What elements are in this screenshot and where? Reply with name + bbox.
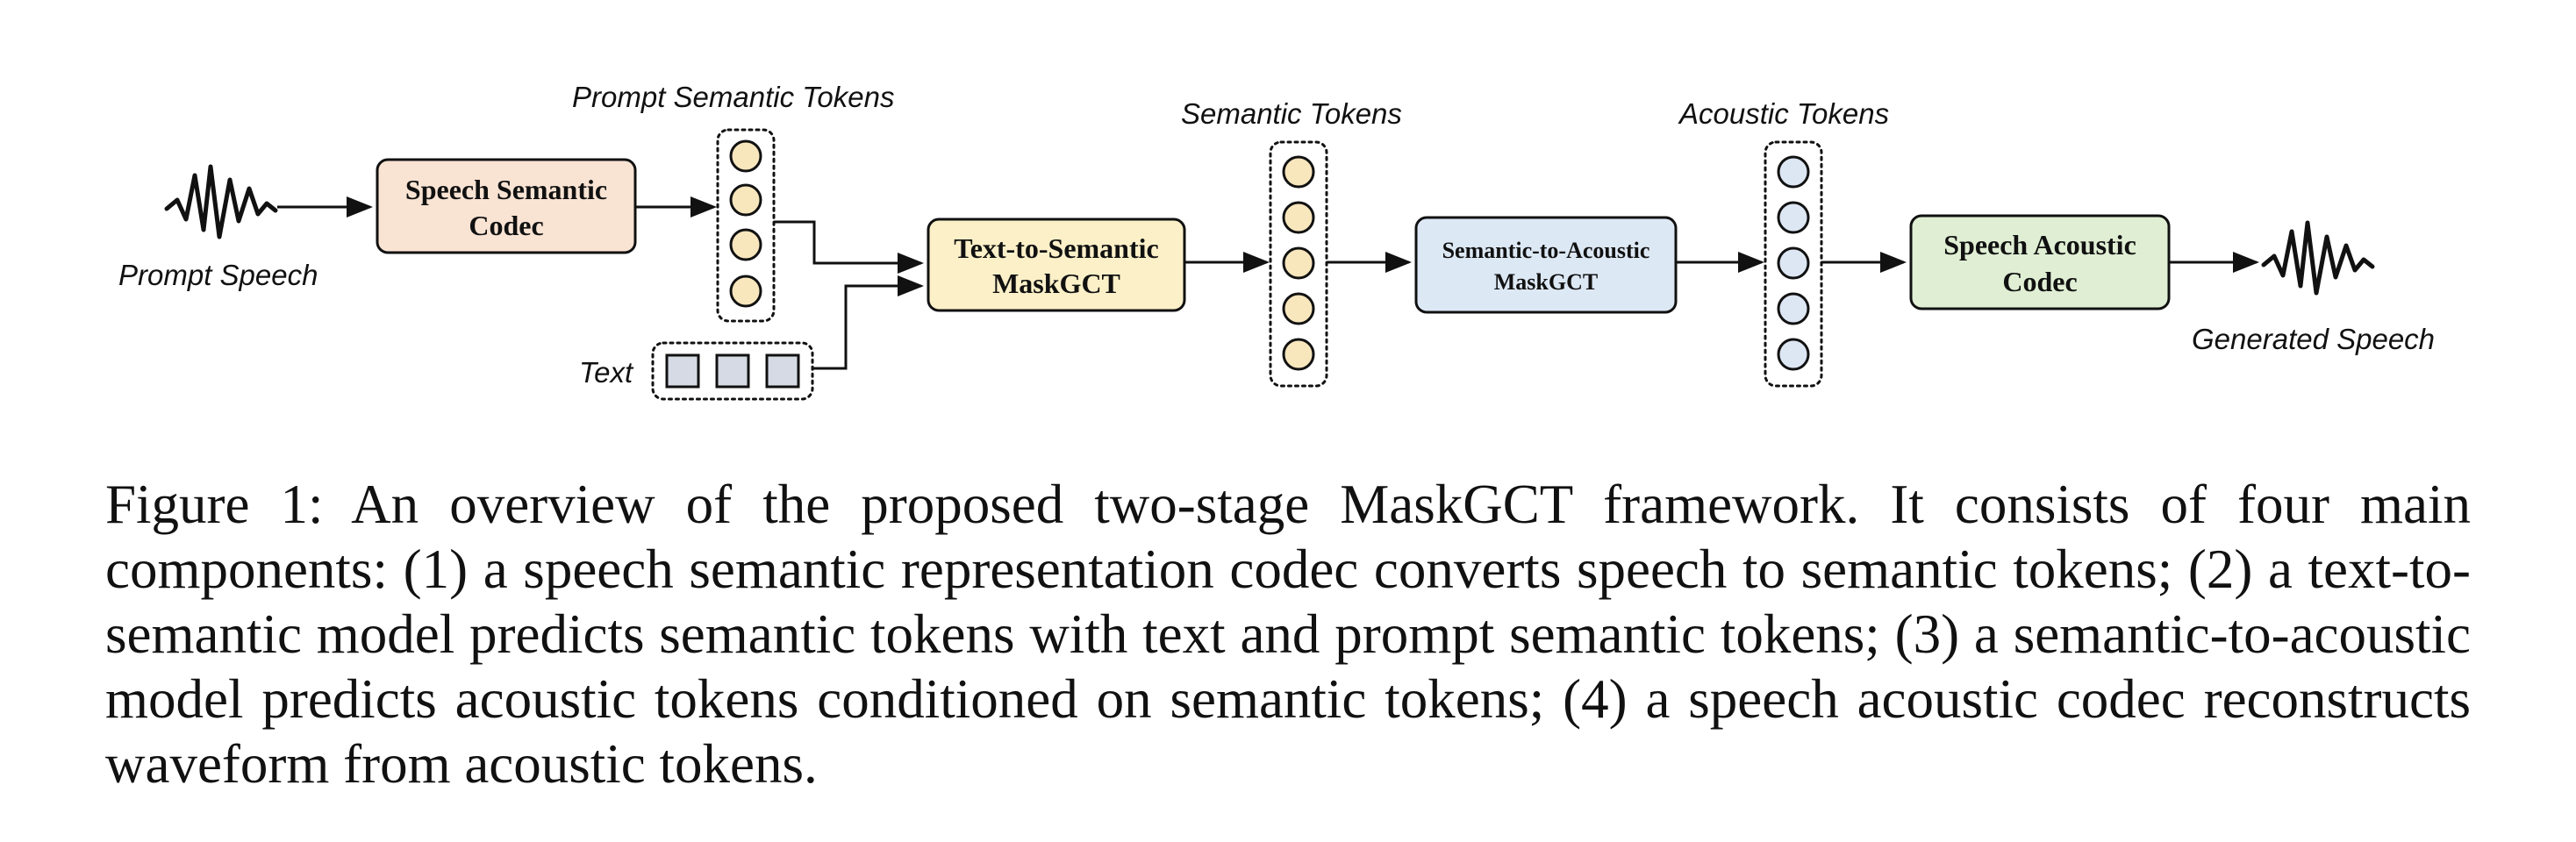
acoustic-tokens-group	[1764, 140, 1823, 388]
text-to-semantic-box	[927, 218, 1186, 312]
speech-semantic-codec-label-line1: Speech Semantic	[405, 174, 607, 205]
text-token	[715, 353, 750, 389]
semantic-token	[1282, 292, 1315, 325]
acoustic-token	[1777, 155, 1810, 189]
prompt-semantic-token	[729, 139, 762, 173]
semantic-tokens-group	[1269, 140, 1328, 388]
acoustic-token	[1777, 246, 1810, 280]
arrow-text-to-t2s	[812, 275, 924, 370]
acoustic-token	[1777, 338, 1810, 371]
semantic-to-acoustic-label-line2: MaskGCT	[1494, 269, 1598, 295]
speech-acoustic-codec-label-line1: Speech Acoustic	[1943, 229, 2136, 260]
prompt-speech-waveform-icon	[164, 164, 278, 239]
semantic-tokens-label: Semantic Tokens	[1181, 97, 1402, 130]
prompt-semantic-token	[729, 183, 762, 217]
prompt-semantic-token	[729, 228, 762, 261]
arrow-prompt-tokens-to-t2s	[774, 220, 924, 274]
speech-semantic-codec-label-line2: Codec	[469, 210, 543, 241]
semantic-to-acoustic-label-line1: Semantic-to-Acoustic	[1442, 238, 1650, 263]
figure-caption: Figure 1: An overview of the proposed tw…	[105, 474, 2471, 795]
prompt-speech-label: Prompt Speech	[118, 259, 318, 291]
acoustic-token	[1777, 201, 1810, 234]
text-token	[765, 353, 800, 389]
prompt-semantic-tokens-label: Prompt Semantic Tokens	[572, 81, 894, 113]
speech-acoustic-codec-label-line2: Codec	[2002, 266, 2077, 297]
text-to-semantic-label-line2: MaskGCT	[992, 268, 1120, 299]
prompt-semantic-tokens-group	[716, 128, 776, 323]
semantic-to-acoustic-box	[1414, 216, 1678, 314]
acoustic-token	[1777, 292, 1810, 325]
generated-speech-label: Generated Speech	[2192, 323, 2435, 355]
semantic-token	[1282, 155, 1315, 189]
semantic-token	[1282, 201, 1315, 234]
semantic-token	[1282, 246, 1315, 280]
text-token	[665, 353, 700, 389]
text-to-semantic-label-line1: Text-to-Semantic	[954, 232, 1158, 264]
text-label: Text	[579, 356, 634, 389]
acoustic-tokens-label: Acoustic Tokens	[1678, 97, 1889, 130]
maskgct-diagram: Prompt Speech Speech Semantic Codec Prom…	[118, 81, 2435, 401]
generated-speech-waveform-icon	[2261, 220, 2375, 296]
prompt-semantic-token	[729, 275, 762, 308]
text-tokens-group	[651, 341, 814, 401]
semantic-token	[1282, 338, 1315, 371]
